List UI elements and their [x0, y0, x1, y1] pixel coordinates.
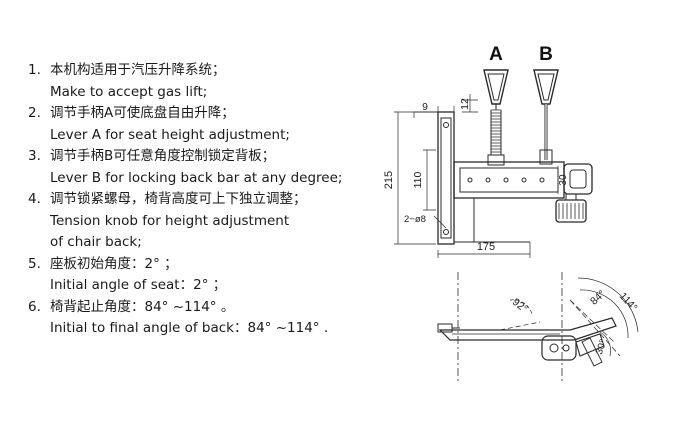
angle-92: 92°: [510, 296, 530, 315]
spec-text-zh: 调节手柄A可使底盘自由升降；: [50, 105, 235, 121]
spec-item-1: 1. 本机构适用于汽压升降系统； Make to accept gas lift…: [28, 60, 373, 103]
lever-b-label: B: [539, 44, 553, 65]
spec-item-5: 5. 座板初始角度：2° ； Initial angle of seat：2° …: [28, 254, 373, 297]
housing-body: [453, 161, 593, 243]
angle-30: 30°: [594, 338, 610, 356]
mechanism-drawing: A B: [383, 44, 640, 384]
side-mechanism: [541, 333, 605, 367]
dimension-30: 30: [558, 174, 569, 186]
spec-text-zh: 本机构适用于汽压升降系统；: [50, 62, 226, 78]
spec-item-2: 2. 调节手柄A可使底盘自由升降； Lever A for seat heigh…: [28, 103, 373, 146]
dimension-175: 175: [477, 241, 495, 253]
spec-number: 5.: [28, 255, 41, 272]
lever-a: [483, 69, 509, 166]
spec-number: 3.: [28, 148, 41, 164]
spec-number: 4.: [28, 191, 41, 207]
spec-text-en: Lever B for locking back bar at any degr…: [50, 169, 343, 186]
spec-text-en: Lever A for seat height adjustment;: [50, 126, 290, 143]
spec-number: 1.: [28, 62, 41, 78]
spec-number: 6.: [28, 298, 41, 315]
dimension-lines: [394, 94, 559, 258]
spec-item-4: 4. 调节锁紧螺母，椅背高度可上下独立调整； Tension knob for …: [28, 189, 373, 254]
spec-text-en: of chair back;: [50, 234, 142, 250]
spec-text-en: Initial to final angle of back：84° ~114°…: [50, 320, 329, 336]
spec-text-zh: 调节锁紧螺母，椅背高度可上下独立调整；: [50, 191, 307, 207]
side-view: 92° 84° 114° 30°: [437, 272, 640, 384]
spec-text-zh: 调节手柄B可任意角度控制锁定背板；: [50, 148, 276, 164]
spec-text-en: Make to accept gas lift;: [50, 83, 208, 100]
lever-a-label: A: [489, 44, 503, 65]
spec-text-en: Initial angle of seat：2° ；: [50, 277, 227, 293]
spec-text-en: Tension knob for height adjustment: [50, 212, 290, 229]
lever-b: [533, 69, 559, 165]
top-view: A B: [383, 44, 593, 258]
dimension-110: 110: [412, 171, 424, 188]
spec-number: 2.: [28, 105, 41, 121]
dimension-215: 215: [383, 171, 395, 189]
dimension-hole: 2−ø8: [404, 214, 426, 225]
spec-text-zh: 椅背起止角度：84° ~114° 。: [50, 298, 235, 315]
spec-item-3: 3. 调节手柄B可任意角度控制锁定背板； Lever B for locking…: [28, 146, 373, 189]
dimension-12: 12: [459, 98, 471, 110]
dimension-9: 9: [422, 101, 428, 113]
spec-list: 1. 本机构适用于汽压升降系统； Make to accept gas lift…: [28, 60, 373, 340]
mounting-plate: [437, 111, 455, 245]
spec-item-6: 6. 椅背起止角度：84° ~114° 。 Initial to final a…: [28, 297, 373, 340]
spec-text-zh: 座板初始角度：2° ；: [50, 255, 178, 272]
